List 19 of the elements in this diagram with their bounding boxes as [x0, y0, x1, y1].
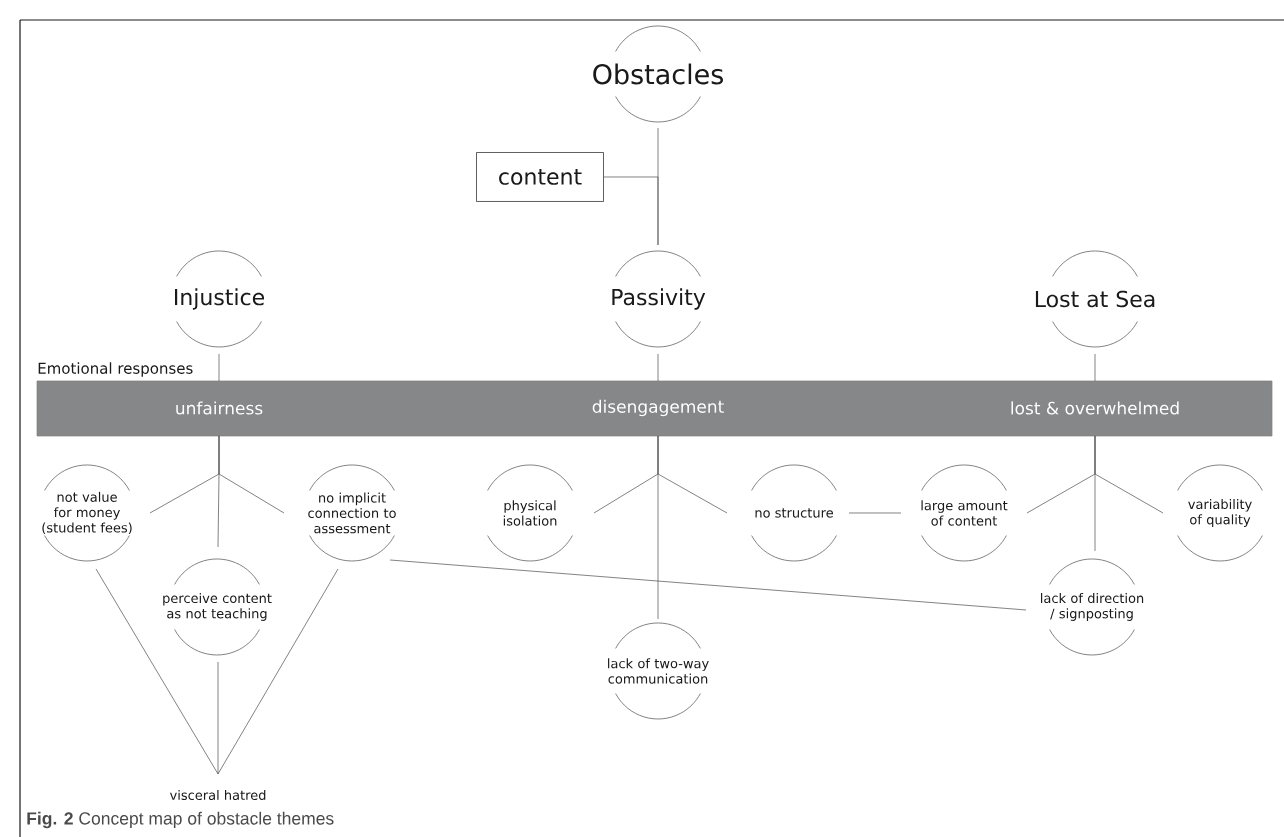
band-text: lost & overwhelmed [1011, 401, 1179, 415]
connector-line [218, 435, 285, 514]
concept-box: content [476, 152, 604, 202]
connector-line [1094, 353, 1096, 382]
band-text: unfairness [176, 401, 263, 415]
connector-line [218, 353, 220, 382]
connector-line [217, 661, 219, 775]
connector-line [603, 176, 659, 246]
band-heading: Emotional responses [38, 362, 193, 377]
band-text: disengagement [592, 399, 724, 417]
connector-line [1094, 435, 1164, 514]
figure-caption: Fig. 2 Concept map of obstacle themes [27, 811, 334, 829]
connector-line [848, 512, 902, 514]
concept-text: visceral hatred [169, 789, 266, 800]
connector-line [217, 568, 339, 775]
connector-line [657, 435, 728, 514]
connector-line [657, 353, 659, 382]
connector-line [95, 568, 219, 775]
connector-line [389, 559, 1027, 611]
